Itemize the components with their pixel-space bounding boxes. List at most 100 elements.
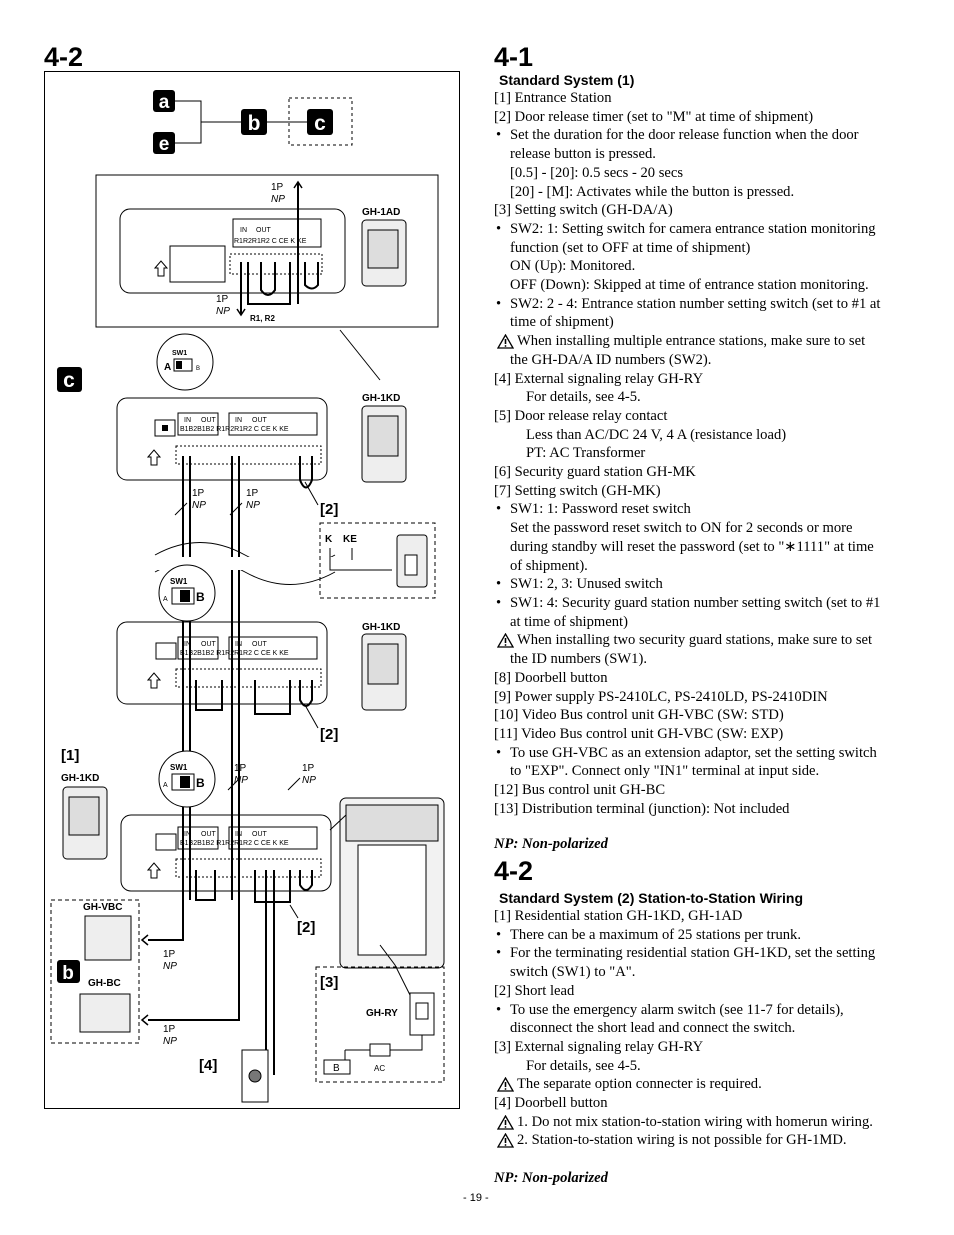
svg-text:1P: 1P — [163, 949, 176, 960]
text-line: [10] Video Bus control unit GH-VBC (SW: … — [494, 706, 924, 725]
svg-text:1P: 1P — [216, 294, 229, 305]
svg-text:OUT: OUT — [252, 831, 268, 838]
svg-text:NP: NP — [234, 775, 248, 786]
svg-text:OUT: OUT — [201, 641, 217, 648]
text-line: Set the password reset switch to ON for … — [494, 519, 924, 538]
svg-text:1P: 1P — [163, 1024, 176, 1035]
svg-text:IN: IN — [235, 831, 242, 838]
text-line: [11] Video Bus control unit GH-VBC (SW: … — [494, 725, 924, 744]
text-line-content: When installing two security guard stati… — [517, 632, 873, 649]
text-line: [1] Residential station GH-1KD, GH-1AD — [494, 907, 924, 926]
text-line: OFF (Down): Skipped at time of entrance … — [494, 276, 924, 295]
text-line-content: disconnect the short lead and connect th… — [510, 1020, 796, 1037]
section-4-1-list: [1] Entrance Station[2] Door release tim… — [494, 89, 924, 818]
text-line-content: The separate option connecter is require… — [517, 1076, 762, 1093]
svg-text:B: B — [196, 590, 205, 604]
svg-text:B: B — [196, 776, 205, 790]
text-line-content: [4] Doorbell button — [494, 1095, 608, 1112]
text-line-content: [5] Door release relay contact — [494, 407, 668, 424]
warning-icon — [497, 633, 514, 649]
text-line: [7] Setting switch (GH-MK) — [494, 482, 924, 501]
text-line: 1. Do not mix station-to-station wiring … — [494, 1113, 924, 1132]
text-line-content: [6] Security guard station GH-MK — [494, 464, 696, 481]
svg-text:[2]: [2] — [320, 501, 338, 518]
text-line-content: [4] External signaling relay GH-RY — [494, 370, 704, 387]
svg-text:1P: 1P — [302, 763, 315, 774]
svg-text:GH-1AD: GH-1AD — [362, 207, 400, 218]
text-line-content: [0.5] - [20]: 0.5 secs - 20 secs — [510, 164, 684, 181]
text-line: during standby will reset the password (… — [494, 538, 924, 557]
text-line: [5] Door release relay contact — [494, 407, 924, 426]
svg-text:[2]: [2] — [320, 726, 338, 743]
svg-text:IN: IN — [184, 641, 191, 648]
section-4-2-subtitle: Standard System (2) Station-to-Station W… — [499, 890, 803, 906]
svg-text:1P: 1P — [234, 763, 247, 774]
text-line: When installing two security guard stati… — [494, 631, 924, 650]
svg-text:KE: KE — [343, 534, 357, 545]
svg-text:1P: 1P — [271, 182, 284, 193]
text-line: For details, see 4-5. — [494, 388, 924, 407]
text-line: switch (SW1) to "A". — [494, 963, 924, 982]
text-line: [2] Short lead — [494, 982, 924, 1001]
text-line: [3] Setting switch (GH-DA/A) — [494, 201, 924, 220]
text-line-content: the GH-DA/A ID numbers (SW2). — [510, 351, 712, 368]
text-line: SW1: 1: Password reset switch — [494, 500, 924, 519]
svg-text:1P: 1P — [192, 488, 205, 499]
text-line-content: [20] - [M]: Activates while the button i… — [510, 183, 795, 200]
svg-text:IN: IN — [240, 227, 247, 234]
text-line-content: Less than AC/DC 24 V, 4 A (resistance lo… — [526, 426, 787, 443]
text-line-content: For the terminating residential station … — [510, 945, 876, 962]
text-line-content: release button is pressed. — [510, 146, 656, 163]
text-line-content: to "EXP". Connect only "IN1" terminal at… — [510, 763, 820, 780]
text-line: SW1: 2, 3: Unused switch — [494, 575, 924, 594]
text-line: The separate option connecter is require… — [494, 1075, 924, 1094]
warning-icon — [497, 334, 514, 349]
wiring-diagram — [44, 71, 460, 1109]
svg-text:NP: NP — [271, 194, 285, 205]
text-line-content: SW1: 2, 3: Unused switch — [510, 576, 663, 593]
text-line-content: Set the password reset switch to ON for … — [510, 520, 853, 537]
text-line: at time of shipment) — [494, 613, 924, 632]
text-line-content: function (set to OFF at time of shipment… — [510, 239, 751, 256]
svg-text:NP: NP — [163, 961, 177, 972]
text-line-content: switch (SW1) to "A". — [510, 964, 636, 981]
text-line: For details, see 4-5. — [494, 1057, 924, 1076]
text-line: the ID numbers (SW1). — [494, 650, 924, 669]
text-line: of shipment). — [494, 557, 924, 576]
text-line: [6] Security guard station GH-MK — [494, 463, 924, 482]
text-line-content: during standby will reset the password (… — [510, 538, 874, 555]
warning-icon — [497, 1133, 514, 1149]
text-line-content: [3] External signaling relay GH-RY — [494, 1038, 704, 1055]
svg-text:GH-1KD: GH-1KD — [61, 773, 99, 784]
text-line-content: [3] Setting switch (GH-DA/A) — [494, 202, 673, 219]
svg-text:B: B — [333, 1063, 340, 1074]
svg-text:A: A — [164, 362, 171, 373]
text-line: PT: AC Transformer — [494, 444, 924, 463]
warning-icon — [497, 1114, 514, 1130]
svg-text:NP: NP — [302, 775, 316, 786]
badge-c-top: c — [307, 109, 333, 135]
svg-text:[4]: [4] — [199, 1057, 217, 1074]
text-line-content: SW1: 1: Password reset switch — [510, 501, 691, 518]
svg-text:IN: IN — [235, 641, 242, 648]
section-4-1-title: 4-1 — [494, 42, 534, 72]
svg-text:B1B2B1B2 R1R2R1R2 C CE K KE: B1B2B1B2 R1R2R1R2 C CE K KE — [180, 426, 289, 433]
svg-text:IN: IN — [184, 417, 191, 424]
text-line: the GH-DA/A ID numbers (SW2). — [494, 351, 924, 370]
svg-text:NP: NP — [216, 306, 230, 317]
np-note-1: NP: Non-polarized — [494, 836, 608, 853]
svg-text:R1, R2: R1, R2 — [250, 314, 275, 323]
warning-icon — [497, 1077, 514, 1092]
svg-text:OUT: OUT — [201, 831, 217, 838]
svg-text:OUT: OUT — [256, 227, 272, 234]
svg-text:GH-BC: GH-BC — [88, 978, 121, 989]
svg-text:NP: NP — [246, 500, 260, 511]
badge-b-top: b — [241, 109, 267, 135]
text-line: [8] Doorbell button — [494, 669, 924, 688]
text-line: Less than AC/DC 24 V, 4 A (resistance lo… — [494, 426, 924, 445]
text-line: [9] Power supply PS-2410LC, PS-2410LD, P… — [494, 688, 924, 707]
svg-text:B1B2B1B2 R1R2R1R2 C CE K KE: B1B2B1B2 R1R2R1R2 C CE K KE — [180, 650, 289, 657]
text-line-content: To use GH-VBC as an extension adaptor, s… — [510, 744, 877, 761]
svg-text:c: c — [63, 369, 75, 392]
svg-text:GH-RY: GH-RY — [366, 1008, 398, 1019]
